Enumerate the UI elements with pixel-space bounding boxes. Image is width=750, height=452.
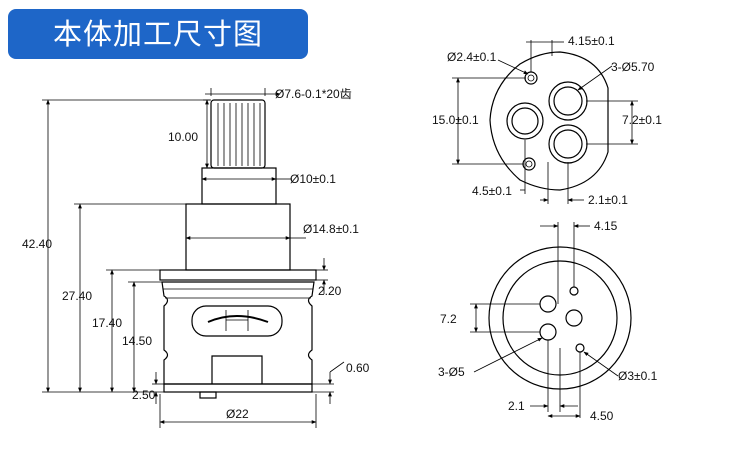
top-outline (489, 51, 609, 191)
top-view: Ø2.4±0.1 4.15±0.1 3-Ø5.70 15.0±0.1 7.2±0… (432, 34, 662, 207)
spline-shaft (210, 99, 266, 169)
bottom-spacing-label: 7.2 (440, 312, 457, 326)
bottom-offset-4-5-label: 4.50 (590, 409, 614, 423)
top-offset-2-1-label: 2.1±0.1 (588, 193, 628, 207)
bottom-view: 4.15 7.2 3-Ø5 Ø3±0.1 2.1 4.50 (438, 219, 658, 423)
side-view: Ø7.6-0.1*20齿 10.00 Ø10±0.1 Ø14.8±0.1 42.… (22, 87, 370, 428)
stem-dia-label: Ø10±0.1 (290, 172, 336, 186)
top-offset-4-5-label: 4.5±0.1 (472, 184, 512, 198)
spline-grooves (217, 103, 261, 166)
top-spacing-label: 7.2±0.1 (622, 113, 662, 127)
bottom-offset-label: 4.15 (594, 219, 618, 233)
height-27-label: 27.40 (62, 289, 92, 303)
stem (201, 167, 277, 205)
collar-dia-label: Ø14.8±0.1 (303, 222, 359, 236)
total-height-label: 42.40 (22, 237, 52, 251)
top-three-holes-label: 3-Ø5.70 (611, 60, 655, 74)
flange (159, 269, 317, 281)
spline-height-label: 10.00 (168, 130, 198, 144)
page-title: 本体加工尺寸图 (8, 9, 308, 59)
bottom-offset-2-1-label: 2.1 (508, 399, 525, 413)
collar (185, 203, 291, 271)
bottom-three-holes-label: 3-Ø5 (438, 365, 465, 379)
spline-dia-label: Ø7.6-0.1*20齿 (275, 87, 352, 101)
body (161, 281, 315, 385)
side-window (191, 305, 283, 337)
top-offset-label: 4.15±0.1 (568, 34, 615, 48)
base-dia-label: Ø22 (226, 407, 249, 421)
height-2-5-label: 2.50 (132, 388, 156, 402)
bottom-pin-hole-label: Ø3±0.1 (618, 369, 658, 383)
top-pin-hole-label: Ø2.4±0.1 (447, 50, 497, 64)
step-2-2-label: 2.20 (318, 284, 342, 298)
top-height-15-label: 15.0±0.1 (432, 113, 479, 127)
gap-0-6-label: 0.60 (346, 361, 370, 375)
height-17-label: 17.40 (92, 316, 122, 330)
height-14-label: 14.50 (122, 334, 152, 348)
